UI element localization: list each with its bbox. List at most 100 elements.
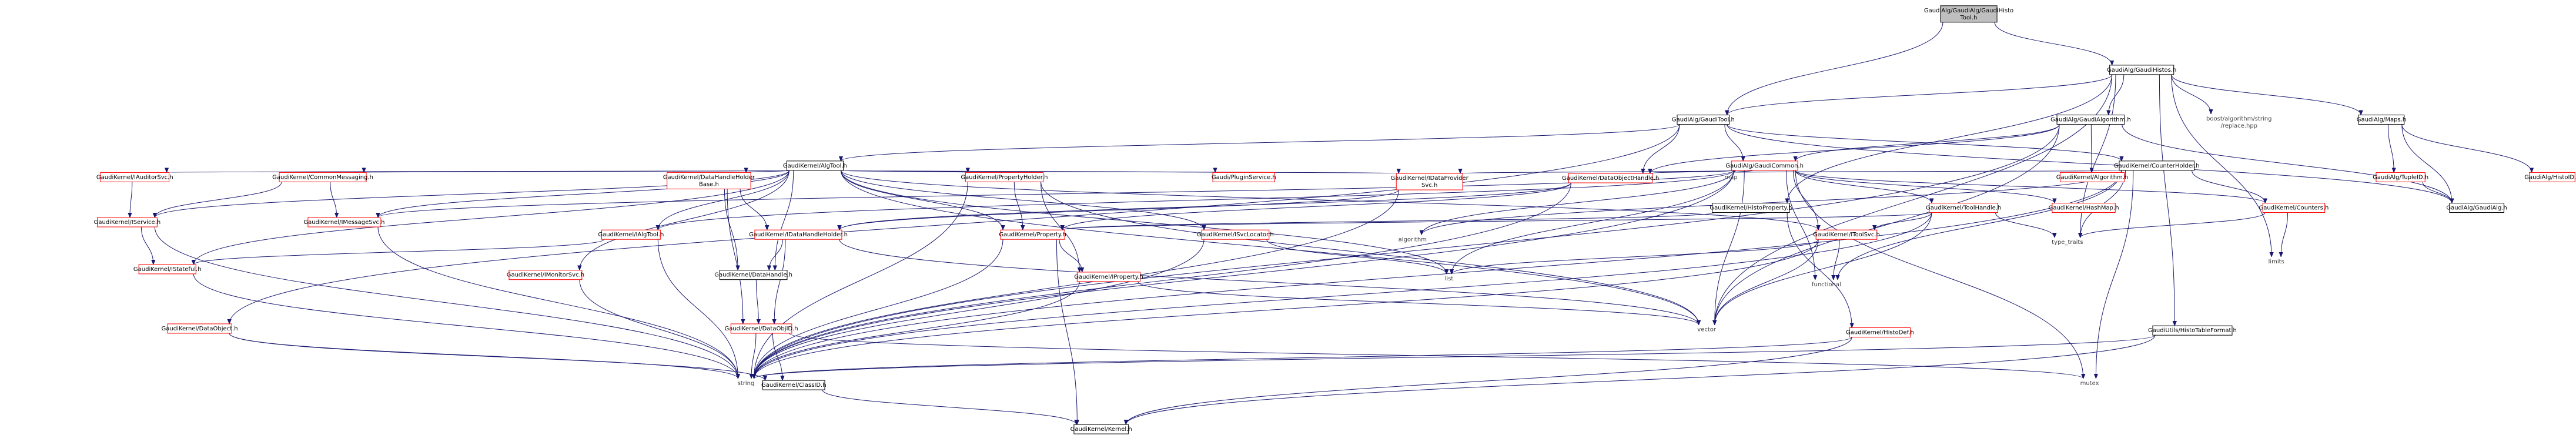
edge-propertyholder-to-iproperty xyxy=(1041,182,1080,272)
node-imessagesvc[interactable]: GaudiKernel/IMessageSvc.h xyxy=(303,217,385,227)
node-label: GaudiAlg/GaudiCommon.h xyxy=(1725,163,1804,169)
node-counters[interactable]: GaudiKernel/Counters.h xyxy=(2259,203,2329,213)
edge-iproperty_k-to-string xyxy=(754,239,1003,379)
node-histotableformat[interactable]: GaudiUtils/HistoTableFormat.h xyxy=(2148,325,2237,336)
node-counterholder[interactable]: GaudiKernel/CounterHolder.h xyxy=(2114,160,2200,171)
node-gauditool[interactable]: GaudiAlg/GaudiTool.h xyxy=(1672,115,1735,125)
node-box xyxy=(2262,203,2326,213)
node-box xyxy=(307,217,381,227)
node-label: GaudiAlg/HistoID.h xyxy=(2524,174,2576,180)
node-box xyxy=(2059,172,2125,182)
edge-isvclocator-to-list xyxy=(1266,239,1447,275)
edge-gaudicommon-to-algorithm xyxy=(1421,170,1734,235)
edge-dataobjid-to-mutex xyxy=(789,333,2083,379)
node-isvclocator[interactable]: GaudiKernel/ISvcLocator.h xyxy=(1197,229,1274,240)
edge-iproperty_k-to-iproperty xyxy=(1059,239,1082,272)
node-label: GaudiKernel/IProperty.h xyxy=(1074,274,1143,280)
node-list: list xyxy=(1445,276,1454,282)
edge-propertyholder-to-string xyxy=(754,182,968,378)
edge-datahandleholderbase-to-idatahandleholder xyxy=(740,189,767,230)
node-box xyxy=(2109,65,2174,75)
edge-maps-to-histoid xyxy=(2401,124,2532,173)
edge-gaudicommon-to-hashmap xyxy=(1795,170,2055,203)
edge-propertyholder-to-iproperty_k xyxy=(1013,182,1022,230)
node-histodef[interactable]: GaudiKernel/HistoDef.h xyxy=(1846,327,1914,337)
edge-gaudihistos-to-maps xyxy=(2171,74,2361,115)
node-propertyholder[interactable]: GaudiKernel/PropertyHolder.h xyxy=(961,172,1048,182)
node-imonitorsvc[interactable]: GaudiKernel/IMonitorSvc.h xyxy=(507,270,584,280)
edge-gauditool-to-dataobject xyxy=(229,124,1680,324)
node-label: GaudiKernel/HashMap.h xyxy=(2049,205,2119,212)
node-idatahandleholder[interactable]: GaudiKernel/IDataHandleHolder.h xyxy=(749,229,848,240)
node-label: boost/algorithm/string xyxy=(2206,116,2271,122)
node-commonmessaging[interactable]: GaudiKernel/CommonMessaging.h xyxy=(272,172,373,182)
node-label: type_traits xyxy=(2052,239,2083,246)
edge-algtool-to-commonmessaging xyxy=(363,170,789,173)
node-label: GaudiKernel/Algorithm.h xyxy=(2056,174,2129,180)
edge-counterholder-to-map xyxy=(1735,170,2122,173)
node-istateful[interactable]: GaudiKernel/IStateful.h xyxy=(133,264,202,275)
edge-gaudihistos-to-vector xyxy=(1715,74,2113,325)
node-hashmap[interactable]: GaudiKernel/HashMap.h xyxy=(2049,203,2119,213)
node-histoid[interactable]: GaudiAlg/HistoID.h xyxy=(2524,172,2576,182)
edge-algtool-to-istateful xyxy=(193,170,789,265)
edge-imonitorsvc-to-string xyxy=(579,279,738,379)
node-ipluginservice[interactable]: Gaudi/PluginService.h xyxy=(1212,172,1276,182)
node-label: list xyxy=(1445,276,1454,282)
node-datahandle[interactable]: GaudiKernel/DataHandle.h xyxy=(714,270,792,280)
node-gaudicommon[interactable]: GaudiAlg/GaudiCommon.h xyxy=(1725,160,1804,171)
edge-iproperty_k-to-kernelh xyxy=(1056,239,1077,424)
node-box xyxy=(667,172,751,189)
node-iservice[interactable]: GaudiKernel/IService.h xyxy=(94,217,161,227)
edge-counterholder-to-counters xyxy=(2192,170,2266,203)
edge-gaudialgorithm-to-gaudicommon xyxy=(1795,124,2060,162)
node-box xyxy=(167,323,232,334)
node-ialgtool[interactable]: GaudiKernel/IAlgTool.h xyxy=(598,229,664,240)
node-gaudialgorithm[interactable]: GaudiAlg/GaudiAlgorithm.h xyxy=(2050,115,2131,125)
node-label: GaudiKernel/CounterHolder.h xyxy=(2114,163,2200,169)
edge-datahandle-to-dataobjid xyxy=(755,279,758,324)
edge-gaudihistos-to-histoproperty xyxy=(1787,74,2113,203)
node-histoproperty[interactable]: GaudiKernel/HistoProperty.h xyxy=(1709,203,1792,213)
edge-itoolhandle-to-vector xyxy=(1715,212,1932,325)
edge-gaudihistos-to-gauditool xyxy=(1727,74,2113,115)
node-iauditorsvc[interactable]: GaudiKernel/IAuditorSvc.h xyxy=(96,172,173,182)
node-algtool[interactable]: GaudiKernel/AlgTool.h xyxy=(783,160,847,171)
node-label: GaudiAlg/GaudiHistos.h xyxy=(2107,67,2176,73)
node-label: GaudiAlg/GaudiTool.h xyxy=(1672,117,1735,123)
edge-gauditool-to-gaudicommon xyxy=(1724,124,1743,161)
node-dataobjid[interactable]: GaudiKernel/DataObjID.h xyxy=(724,323,798,334)
edge-datahandleholderbase-to-datahandle xyxy=(724,189,738,270)
node-label: GaudiUtils/HistoTableFormat.h xyxy=(2148,327,2237,334)
edge-counterholder-to-string xyxy=(754,170,2122,379)
node-box xyxy=(2529,172,2575,182)
node-label: GaudiKernel/IAlgTool.h xyxy=(598,232,664,238)
node-dataobjecthandle[interactable]: GaudiKernel/DataObjectHandle.h xyxy=(1562,173,1659,183)
node-box xyxy=(2152,325,2233,336)
node-box xyxy=(1712,203,1790,213)
node-label: GaudiKernel/PropertyHolder.h xyxy=(961,174,1048,180)
node-gaudihistos[interactable]: GaudiAlg/GaudiHistos.h xyxy=(2107,65,2176,75)
edge-algtool-to-list xyxy=(840,170,1446,274)
node-maps[interactable]: GaudiAlg/Maps.h xyxy=(2357,115,2407,125)
edge-gaudihistos-to-histotableformat xyxy=(2159,74,2174,326)
node-label: GaudiKernel/IMonitorSvc.h xyxy=(507,272,584,279)
node-iproperty_k[interactable]: GaudiKernel/Property.h xyxy=(999,229,1066,240)
node-classid[interactable]: GaudiKernel/ClassID.h xyxy=(761,380,827,390)
node-gaudialgh[interactable]: GaudiAlg/GaudiAlg.h xyxy=(2446,203,2507,213)
edge-idataprovidersvc-to-idatahandleholder xyxy=(839,189,1399,230)
node-label: GaudiKernel/Kernel.h xyxy=(1070,426,1132,433)
node-itoolsvc[interactable]: GaudiKernel/IToolSvc.h xyxy=(1813,229,1880,240)
nodes-layer: GaudiAlg/GaudiAlg/GaudiHistoTool.hGaudiA… xyxy=(94,5,2576,434)
edge-histodef-to-string xyxy=(754,337,1852,379)
node-itoolhandle[interactable]: GaudiKernel/ToolHandle.h xyxy=(1926,203,2001,213)
node-tupleid[interactable]: GaudiAlg/TupleID.h xyxy=(2373,172,2428,182)
node-iproperty[interactable]: GaudiKernel/IProperty.h xyxy=(1074,272,1143,282)
node-dataobject[interactable]: GaudiKernel/DataObject.h xyxy=(162,323,238,334)
node-kernelh[interactable]: GaudiKernel/Kernel.h xyxy=(1070,424,1132,434)
node-algorithmh[interactable]: GaudiKernel/Algorithm.h xyxy=(2056,172,2129,182)
edge-itoolhandle-to-string xyxy=(754,212,1932,379)
